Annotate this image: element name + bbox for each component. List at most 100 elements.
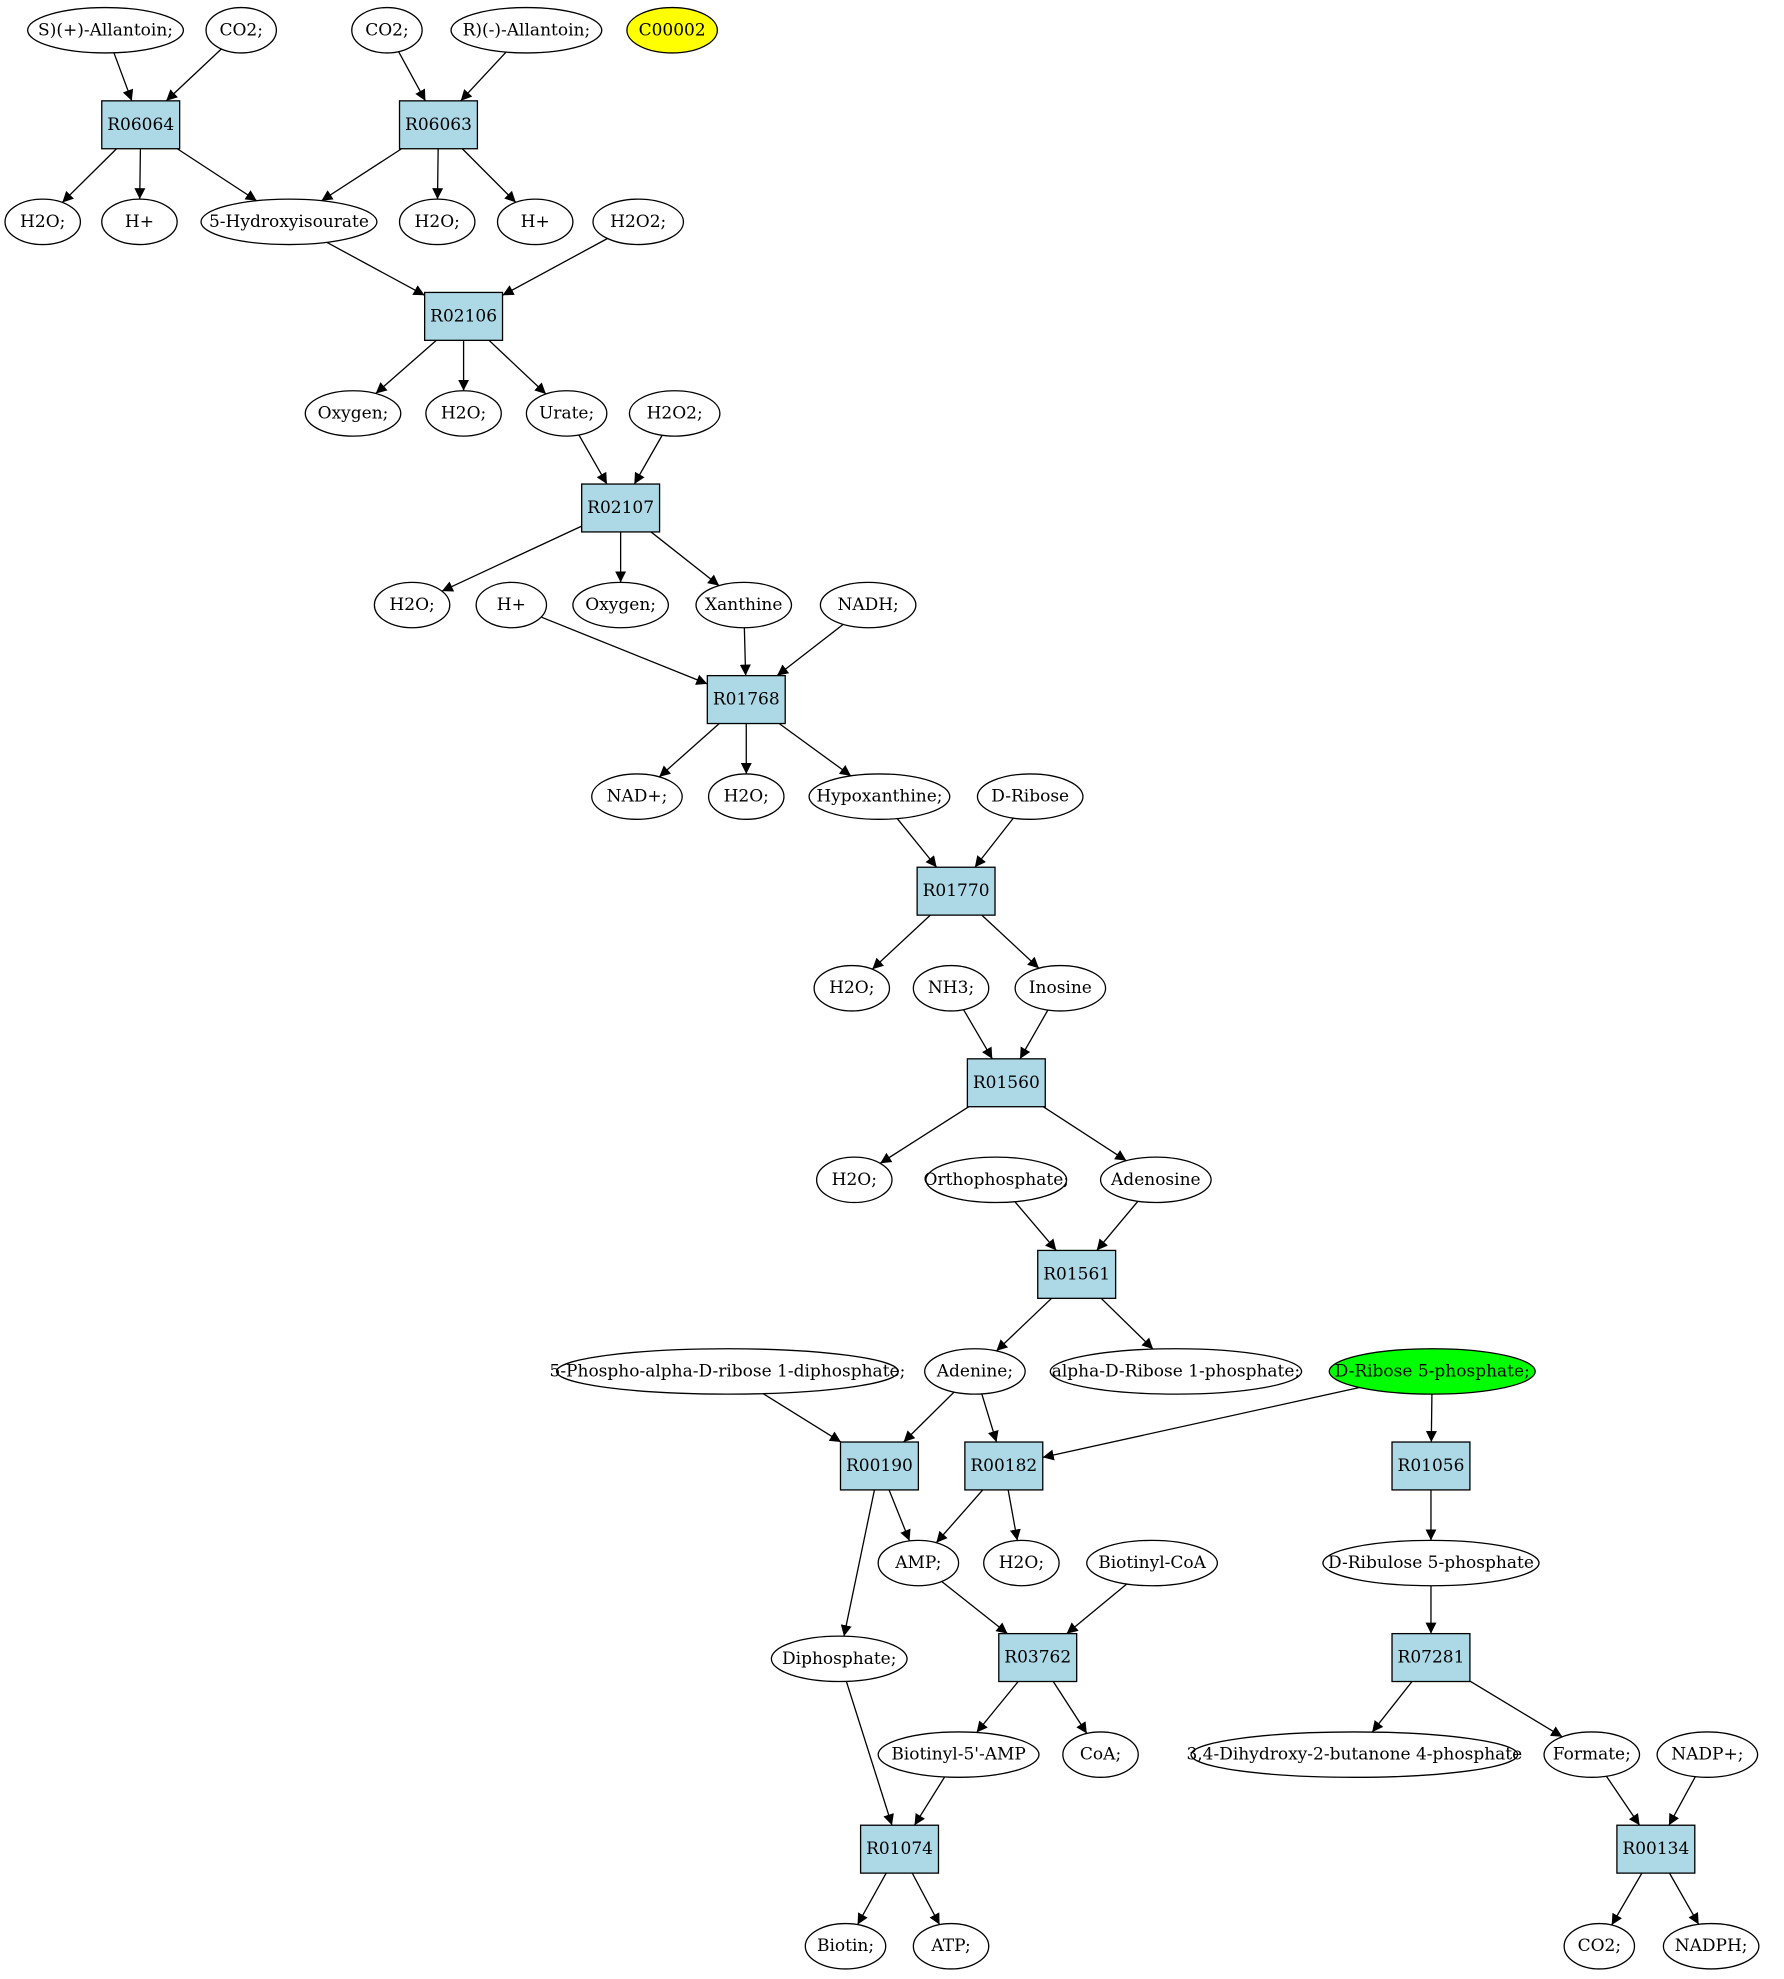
- compound-node[interactable]: H2O;: [815, 1156, 893, 1204]
- compound-ellipse: [924, 1348, 1026, 1395]
- reaction-node[interactable]: R06063: [398, 100, 479, 150]
- compound-node[interactable]: Adenine;: [924, 1348, 1026, 1395]
- compound-node[interactable]: Biotinyl-CoA: [1086, 1539, 1219, 1587]
- compound-ellipse: [804, 1922, 887, 1970]
- reaction-node[interactable]: R00182: [964, 1441, 1044, 1491]
- compound-node[interactable]: NADH;: [819, 581, 917, 629]
- edge-c24-r6: [974, 817, 1014, 868]
- compound-node[interactable]: CoA;: [1062, 1731, 1139, 1778]
- reaction-node[interactable]: R01561: [1037, 1249, 1117, 1299]
- compound-node[interactable]: H+: [101, 198, 178, 246]
- reaction-node[interactable]: R03762: [998, 1632, 1078, 1683]
- compound-label: Biotinyl-5'-AMP: [891, 1745, 1026, 1765]
- compound-node[interactable]: D-Ribose: [976, 773, 1084, 820]
- compound-node[interactable]: H2O;: [813, 964, 891, 1012]
- reaction-node[interactable]: R06064: [101, 100, 181, 150]
- compound-node[interactable]: alpha-D-Ribose 1-phosphate;: [1049, 1348, 1303, 1395]
- reaction-node[interactable]: R00190: [839, 1441, 920, 1491]
- compound-label: Inosine: [1029, 978, 1092, 998]
- reaction-label: R00134: [1622, 1839, 1689, 1859]
- compound-node[interactable]: NADP+;: [1656, 1731, 1759, 1778]
- edge-r5-c21: [658, 723, 720, 778]
- reaction-node[interactable]: R01768: [706, 674, 786, 725]
- compound-node[interactable]: NH3;: [912, 964, 990, 1012]
- edge-r14-c45: [856, 1872, 887, 1925]
- edge-c23-r6: [896, 818, 938, 868]
- reaction-node[interactable]: R01560: [966, 1058, 1046, 1108]
- compound-node[interactable]: H+: [475, 581, 548, 629]
- compound-node[interactable]: Adenosine: [1099, 1156, 1212, 1204]
- compound-node[interactable]: Oxygen;: [572, 581, 670, 629]
- compound-node[interactable]: H+: [496, 198, 574, 246]
- compound-ellipse: [425, 390, 502, 437]
- reaction-node[interactable]: R02107: [581, 483, 661, 533]
- compound-node[interactable]: D-Ribulose 5-phosphate: [1322, 1539, 1540, 1587]
- edge-r15-c48: [1668, 1872, 1700, 1925]
- reaction-box: [1616, 1824, 1696, 1874]
- compound-node[interactable]: H2O2;: [592, 198, 685, 246]
- compound-label: NADPH;: [1675, 1936, 1748, 1956]
- compound-label: Biotinyl-CoA: [1098, 1553, 1206, 1573]
- compound-label: Hypoxanthine;: [816, 787, 942, 807]
- edge-r3-c12: [375, 339, 437, 394]
- compound-ellipse: [26, 6, 185, 54]
- edge-c3-r2: [398, 51, 426, 102]
- compound-node[interactable]: 3,4-Dihydroxy-2-butanone 4-phosphate: [1186, 1731, 1522, 1778]
- edge-r7-c28: [879, 1106, 970, 1164]
- edge-r2-c8: [321, 148, 402, 202]
- reaction-node[interactable]: R01770: [916, 866, 996, 916]
- edge-r10-c36: [1007, 1489, 1021, 1541]
- compound-node[interactable]: S)(+)-Allantoin;: [26, 6, 185, 54]
- reaction-node[interactable]: R02106: [423, 291, 504, 341]
- edge-c37-r12: [1066, 1583, 1128, 1635]
- reaction-node[interactable]: R01056: [1391, 1441, 1471, 1491]
- compound-node[interactable]: Urate;: [525, 390, 608, 437]
- compound-node[interactable]: Orthophosphate;: [924, 1156, 1069, 1204]
- compound-node[interactable]: Inosine: [1014, 964, 1107, 1012]
- compound-node[interactable]: NAD+;: [591, 773, 683, 820]
- compound-node[interactable]: Xanthine: [695, 581, 793, 629]
- edge-c35-r12: [941, 1581, 1008, 1635]
- reaction-node[interactable]: R07281: [1391, 1632, 1471, 1683]
- reaction-box: [966, 1058, 1046, 1108]
- compound-node[interactable]: Diphosphate;: [770, 1635, 908, 1683]
- compound-ellipse: [398, 198, 476, 246]
- compound-node[interactable]: Hypoxanthine;: [808, 773, 951, 820]
- compound-node[interactable]: C00002: [626, 6, 719, 54]
- compound-node[interactable]: Oxygen;: [304, 390, 402, 437]
- compound-ellipse: [925, 1156, 1068, 1204]
- reaction-label: R01560: [973, 1073, 1040, 1093]
- compound-label: D-Ribose: [991, 787, 1069, 807]
- compound-ellipse: [351, 6, 423, 54]
- compound-node[interactable]: CO2;: [1563, 1922, 1636, 1970]
- compound-node[interactable]: H2O;: [707, 773, 785, 820]
- compound-node[interactable]: AMP;: [877, 1539, 960, 1587]
- compound-node[interactable]: Formate;: [1543, 1731, 1641, 1778]
- compound-node[interactable]: H2O2;: [628, 390, 721, 437]
- edge-r1-c6: [61, 148, 117, 203]
- compound-node[interactable]: H2O;: [983, 1539, 1060, 1587]
- compound-node[interactable]: ATP;: [912, 1922, 990, 1970]
- edge-c43-r15: [1605, 1775, 1641, 1826]
- compound-node[interactable]: Biotinyl-5'-AMP: [877, 1731, 1040, 1778]
- compound-ellipse: [819, 581, 917, 629]
- compound-node[interactable]: CO2;: [351, 6, 423, 54]
- compound-node[interactable]: R)(-)-Allantoin;: [450, 6, 603, 54]
- compound-ellipse: [983, 1539, 1060, 1587]
- compound-node[interactable]: D-Ribose 5-phosphate;: [1328, 1348, 1536, 1395]
- compound-node[interactable]: CO2;: [205, 6, 278, 54]
- edge-r15-c47: [1611, 1872, 1643, 1926]
- compound-node[interactable]: H2O;: [425, 390, 502, 437]
- compound-node[interactable]: 5-Phospho-alpha-D-ribose 1-diphosphate;: [550, 1348, 906, 1395]
- compound-node[interactable]: 5-Hydroxyisourate: [200, 198, 378, 246]
- reaction-node[interactable]: R00134: [1616, 1824, 1696, 1874]
- reaction-node[interactable]: R01074: [859, 1824, 940, 1874]
- compound-node[interactable]: H2O;: [4, 198, 82, 246]
- compound-node[interactable]: H2O;: [398, 198, 476, 246]
- compound-node[interactable]: NADPH;: [1662, 1922, 1760, 1970]
- compound-label: CO2;: [365, 20, 409, 40]
- compound-node[interactable]: Biotin;: [804, 1922, 887, 1970]
- compound-label: H2O2;: [647, 403, 703, 423]
- compound-node[interactable]: H2O;: [373, 581, 451, 629]
- compound-label: Xanthine: [705, 595, 782, 615]
